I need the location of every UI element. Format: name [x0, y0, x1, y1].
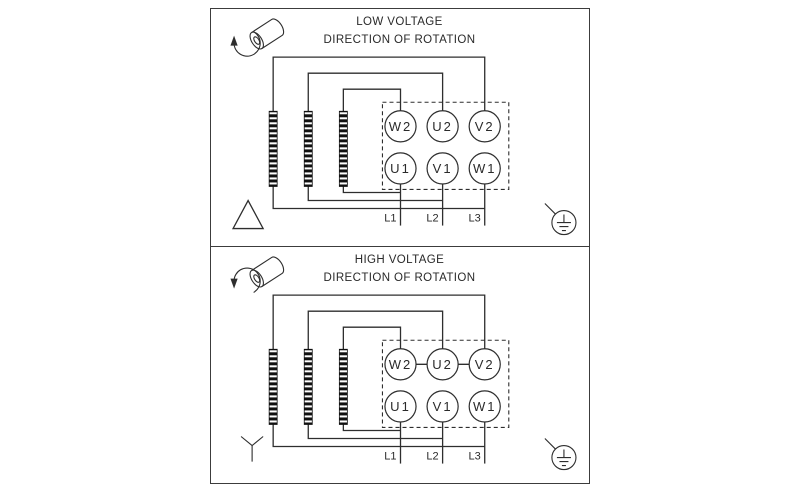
terminals: W2 U2 V2 U1 V1	[384, 110, 501, 185]
wire-v2-link1	[272, 56, 486, 112]
wire-w2-link3	[342, 88, 402, 112]
rotation-arrow-icon	[230, 256, 285, 293]
low-voltage-drawing: LOW VOLTAGE DIRECTION OF ROTATION	[230, 16, 577, 236]
svg-text:U2: U2	[432, 356, 453, 371]
jumper-bar-1	[268, 348, 278, 425]
shaft-cylinder	[249, 18, 285, 50]
terminal-jumper-bars	[268, 348, 348, 425]
panel-title: HIGH VOLTAGE	[355, 254, 445, 266]
jumper-bar-2	[303, 110, 313, 187]
high-voltage-drawing: HIGH VOLTAGE DIRECTION OF ROTATION	[230, 254, 577, 470]
wire-link3-l1	[342, 424, 401, 431]
panel-subtitle: DIRECTION OF ROTATION	[324, 34, 476, 46]
terminal-u2: U2	[426, 347, 459, 381]
svg-text:V1: V1	[433, 161, 453, 176]
terminal-v2: V2	[468, 347, 501, 381]
terminal-block-outline	[381, 101, 510, 191]
low-voltage-panel: LOW VOLTAGE DIRECTION OF ROTATION	[211, 9, 589, 247]
rotation-arc	[233, 31, 261, 57]
high-voltage-panel: HIGH VOLTAGE DIRECTION OF ROTATION	[211, 247, 589, 484]
svg-text:W1: W1	[473, 399, 497, 414]
wire-w2-link3	[342, 326, 402, 349]
svg-text:W2: W2	[389, 119, 413, 134]
jumper-bar-3	[338, 348, 348, 425]
earth-ground-icon	[544, 437, 577, 470]
wire-link1-l3	[272, 424, 485, 447]
wiring-diagram-sheet: LOW VOLTAGE DIRECTION OF ROTATION	[210, 8, 590, 484]
terminal-block-outline	[381, 339, 510, 428]
svg-text:V1: V1	[433, 399, 453, 414]
terminal-w2: W2	[384, 110, 417, 143]
terminal-u2: U2	[426, 110, 459, 143]
arrowhead	[230, 278, 238, 289]
terminal-w1: W1	[468, 389, 501, 423]
rotation-arc	[233, 267, 261, 293]
shaft-cylinder	[249, 256, 285, 288]
jumper-bar-3	[338, 110, 348, 187]
terminal-v2: V2	[468, 110, 501, 143]
svg-text:V2: V2	[475, 119, 495, 134]
wire-link2-l2	[307, 186, 443, 202]
arrowhead	[230, 35, 238, 46]
wires	[272, 294, 486, 464]
svg-text:W1: W1	[473, 161, 497, 176]
wire-v2-link1	[272, 294, 486, 349]
svg-text:U1: U1	[390, 161, 411, 176]
panel-title: LOW VOLTAGE	[356, 16, 443, 28]
earth-ground-icon	[544, 203, 577, 236]
wire-link2-l2	[307, 424, 443, 439]
supply-line-label-l3: L3	[468, 450, 480, 462]
svg-text:U1: U1	[390, 399, 411, 414]
panel-subtitle: DIRECTION OF ROTATION	[324, 272, 476, 284]
terminal-u1: U1	[384, 152, 417, 185]
svg-text:W2: W2	[389, 356, 413, 371]
wires	[272, 56, 486, 226]
svg-text:U2: U2	[432, 119, 453, 134]
rotation-arrow-icon	[230, 18, 285, 57]
terminal-u1: U1	[384, 389, 417, 423]
jumper-bar-2	[303, 348, 313, 425]
supply-line-label-l1: L1	[384, 213, 396, 225]
delta-connection-icon	[231, 199, 265, 230]
wire-link1-l3	[272, 186, 485, 210]
supply-line-label-l3: L3	[468, 213, 480, 225]
terminal-w1: W1	[468, 152, 501, 185]
terminal-w2: W2	[384, 347, 417, 381]
wire-u2-link2	[307, 310, 444, 349]
supply-line-label-l2: L2	[426, 450, 438, 462]
svg-text:V2: V2	[475, 356, 495, 371]
wire-link3-l1	[342, 186, 401, 194]
terminal-v1: V1	[426, 389, 459, 423]
wye-connection-icon	[240, 435, 264, 462]
terminal-jumper-bars	[268, 110, 348, 187]
terminal-v1: V1	[426, 152, 459, 185]
wire-u2-link2	[307, 72, 444, 112]
supply-line-label-l2: L2	[426, 213, 438, 225]
supply-line-label-l1: L1	[384, 450, 396, 462]
terminals: W2 U2 V2 U1 V1	[384, 347, 501, 423]
jumper-bar-1	[268, 110, 278, 187]
